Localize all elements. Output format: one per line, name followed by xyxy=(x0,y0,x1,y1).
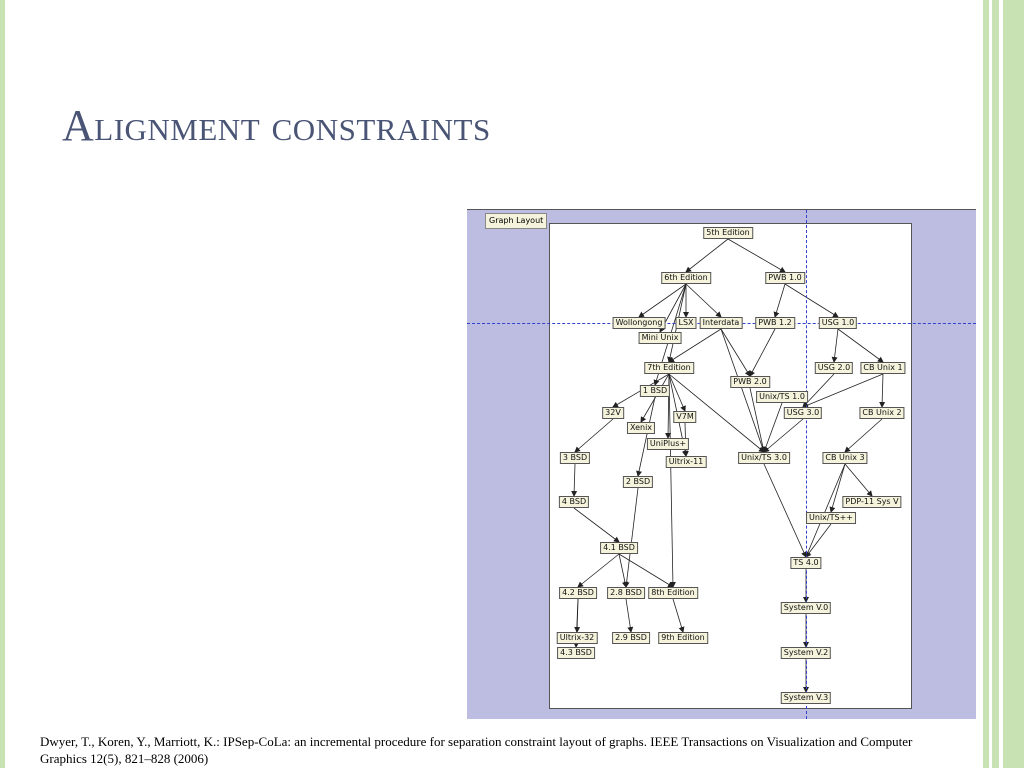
graph-edge-3bsd-to-4bsd xyxy=(571,463,578,497)
graph-node-wollongong[interactable]: Wollongong xyxy=(612,317,666,329)
graph-node-pwb10[interactable]: PWB 1.0 xyxy=(765,272,805,284)
graph-node-unixts10[interactable]: Unix/TS 1.0 xyxy=(756,391,808,403)
graph-node-8th[interactable]: 8th Edition xyxy=(648,587,698,599)
graph-edge-interdata-to-7th xyxy=(668,328,722,363)
graph-node-4bsd[interactable]: 4 BSD xyxy=(558,496,590,508)
graph-node-usg20[interactable]: USG 2.0 xyxy=(814,362,854,374)
graph-node-ultrix32[interactable]: Ultrix-32 xyxy=(556,632,598,644)
graph-node-interdata[interactable]: Interdata xyxy=(699,317,743,329)
graph-edge-unixtspp-to-ts40 xyxy=(805,523,832,558)
graph-edge-7th-to-v7m xyxy=(668,373,686,412)
graph-edge-unixts10-to-unixts30 xyxy=(762,402,783,453)
graph-node-7th[interactable]: 7th Edition xyxy=(644,362,694,374)
graph-node-cbunix2[interactable]: CB Unix 2 xyxy=(859,407,905,419)
graph-edge-cbunix3-to-ts40 xyxy=(805,463,846,558)
slide-title: Alignment constraints xyxy=(62,101,491,150)
slide-border-left xyxy=(0,0,5,768)
graph-edge-usg10-to-usg20 xyxy=(831,328,839,363)
graph-edge-7th-to-8th xyxy=(668,373,676,588)
graph-edge-cbunix2-to-cbunix3 xyxy=(844,418,883,453)
slide-border-right-stripe xyxy=(983,0,989,768)
graph-node-29bsd[interactable]: 2.9 BSD xyxy=(612,632,650,644)
graph-edge-interdata-to-unixts30 xyxy=(720,328,766,453)
graph-edges xyxy=(571,238,886,693)
graph-node-uniplus[interactable]: UniPlus+ xyxy=(646,438,690,450)
graph-edge-unixts30-to-ts40 xyxy=(763,463,807,558)
graph-node-32v[interactable]: 32V xyxy=(602,407,624,419)
graph-node-1bsd[interactable]: 1 BSD xyxy=(639,385,671,397)
citation: Dwyer, T., Koren, Y., Marriott, K.: IPSe… xyxy=(40,734,913,766)
slide-border-right-stripe xyxy=(992,0,999,768)
graph-edge-7th-to-unixts30 xyxy=(668,373,765,453)
graph-node-unixtspp[interactable]: Unix/TS++ xyxy=(806,512,856,524)
graph-edge-pwb10-to-pwb12 xyxy=(773,283,786,318)
graph-node-sysv3[interactable]: System V.3 xyxy=(780,692,832,704)
graph-node-5th[interactable]: 5th Edition xyxy=(703,227,753,239)
graph-node-9th[interactable]: 9th Edition xyxy=(658,632,708,644)
graph-edge-28bsd-to-29bsd xyxy=(625,598,634,633)
graph-node-42bsd[interactable]: 4.2 BSD xyxy=(559,587,597,599)
graph-node-2bsd[interactable]: 2 BSD xyxy=(622,476,654,488)
graph-node-ultrix11[interactable]: Ultrix-11 xyxy=(665,456,707,468)
graph-node-cbunix3[interactable]: CB Unix 3 xyxy=(822,452,868,464)
graph-node-6th[interactable]: 6th Edition xyxy=(661,272,711,284)
graph-node-xenix[interactable]: Xenix xyxy=(626,422,656,434)
graph-node-41bsd[interactable]: 4.1 BSD xyxy=(600,542,638,554)
graph-edge-cbunix1-to-cbunix2 xyxy=(879,373,886,408)
graph-node-sysv2[interactable]: System V.2 xyxy=(780,647,832,659)
graph-node-cbunix1[interactable]: CB Unix 1 xyxy=(860,362,906,374)
graph-node-lsx[interactable]: LSX xyxy=(675,317,697,329)
graph-node-28bsd[interactable]: 2.8 BSD xyxy=(607,587,645,599)
graph-edge-5th-to-6th xyxy=(685,238,729,273)
graph-node-pwb12[interactable]: PWB 1.2 xyxy=(755,317,795,329)
graph-canvas xyxy=(549,223,912,709)
graph-node-43bsd[interactable]: 4.3 BSD xyxy=(557,647,595,659)
graph-edge-2bsd-to-28bsd xyxy=(623,487,639,588)
graph-edge-41bsd-to-28bsd xyxy=(618,553,628,588)
graph-edge-32v-to-3bsd xyxy=(574,418,614,453)
graph-node-usg30[interactable]: USG 3.0 xyxy=(783,407,823,419)
graph-edge-41bsd-to-8th xyxy=(618,553,674,588)
graph-edge-41bsd-to-42bsd xyxy=(577,553,620,588)
graph-edge-usg30-to-unixts30 xyxy=(763,418,804,453)
graph-node-sysv0[interactable]: System V.0 xyxy=(780,602,832,614)
graph-edge-6th-to-interdata xyxy=(685,283,722,318)
graph-edge-5th-to-pwb10 xyxy=(727,238,786,273)
graph-node-miniunix[interactable]: Mini Unix xyxy=(638,332,682,344)
slide-border-right-stripe xyxy=(1003,0,1024,768)
graph-node-pdp11[interactable]: PDP-11 Sys V xyxy=(842,496,902,508)
graph-edge-pwb20-to-unixts30 xyxy=(749,387,766,453)
graph-node-3bsd[interactable]: 3 BSD xyxy=(559,452,591,464)
graph-node-v7m[interactable]: V7M xyxy=(673,411,697,423)
graph-edge-interdata-to-pwb20 xyxy=(720,328,751,377)
graph-edge-cbunix3-to-pdp11 xyxy=(844,463,873,497)
graph-edge-pwb12-to-pwb20 xyxy=(749,328,776,377)
graph-edge-6th-to-wollongong xyxy=(638,283,687,318)
graph-edge-pwb10-to-usg10 xyxy=(784,283,839,318)
graph-node-ts40[interactable]: TS 4.0 xyxy=(790,557,822,569)
graph-edge-usg20-to-usg30 xyxy=(802,373,835,408)
graph-node-pwb20[interactable]: PWB 2.0 xyxy=(730,376,770,388)
graph-edge-1bsd-to-2bsd xyxy=(636,396,656,477)
graph-edge-4bsd-to-41bsd xyxy=(573,507,620,543)
graph-edge-cbunix3-to-unixtspp xyxy=(829,463,846,513)
graph-node-usg10[interactable]: USG 1.0 xyxy=(818,317,858,329)
graph-node-unixts30[interactable]: Unix/TS 3.0 xyxy=(738,452,790,464)
graph-edge-usg10-to-cbunix1 xyxy=(837,328,884,363)
alignment-guide-vertical[interactable] xyxy=(806,210,807,719)
graph-edge-8th-to-9th xyxy=(672,598,685,633)
graph-edge-cbunix1-to-usg30 xyxy=(802,373,884,408)
panel-label: Graph Layout xyxy=(485,213,548,229)
